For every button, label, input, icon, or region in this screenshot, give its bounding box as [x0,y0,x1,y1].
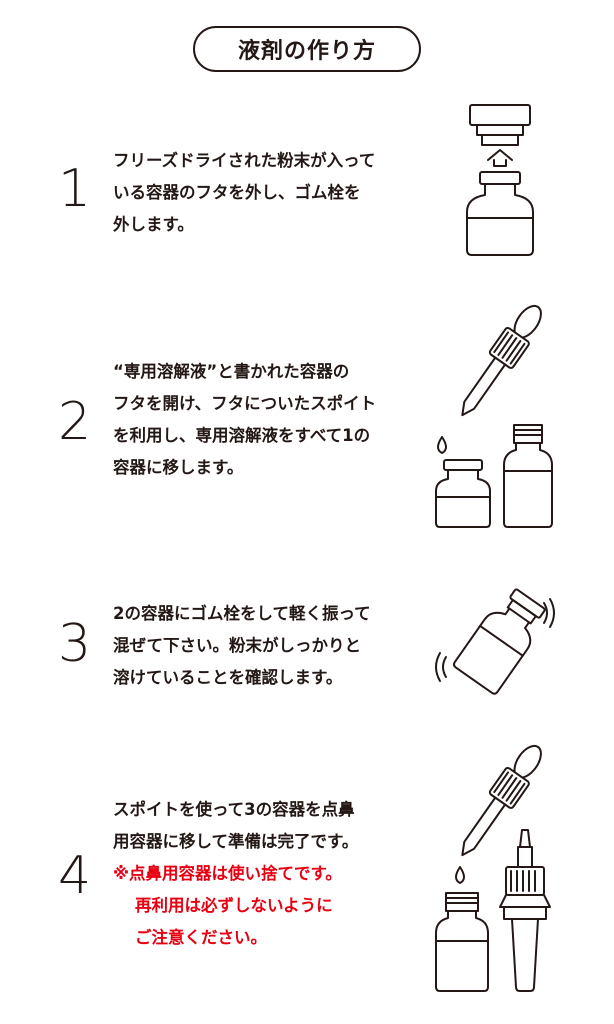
step-3-line: 溶けていることを確認します。 [113,668,343,687]
disposable-note: ご注意ください。 [135,928,267,947]
step-1-text: フリーズドライされた粉末が入って いる容器のフタを外し、ゴム栓を 外します。 [113,145,413,241]
step-4-line: 用容器に移して準備は完了です。 [113,832,359,851]
step-1-line: いる容器のフタを外し、ゴム栓を [113,183,361,202]
step-2-line: “専用溶解液”と書かれた容器の [113,362,350,381]
dropper-transfer-illustration [432,295,572,539]
step-4-number: 4 [58,846,92,906]
disposable-note: 再利用は必ずしないように [135,896,333,915]
step-2-number: 2 [58,392,92,452]
step-3-text: 2の容器にゴム栓をして軽く振って 混ぜて下さい。粉末がしっかりと 溶けていること… [113,598,413,694]
step-2-line: フタを開け、フタについたスポイト [113,394,377,413]
page-title: 液剤の作り方 [193,26,421,72]
shaking-vial-illustration [432,585,562,704]
step-2-line: 容器に移します。 [113,458,244,477]
vial-cap-removal-illustration [455,100,545,269]
step-1-line: フリーズドライされた粉末が入って [113,151,376,170]
step-3-number: 3 [58,614,92,674]
disposable-note: ※点鼻用容器は使い捨てです。 [113,864,342,883]
step-2-text: “専用溶解液”と書かれた容器の フタを開け、フタについたスポイト を利用し、専用… [113,356,413,484]
step-1-number: 1 [58,159,92,219]
step-1-line: 外します。 [113,215,194,234]
step-3-line: 混ぜて下さい。粉末がしっかりと [113,636,361,655]
step-2-line: を利用し、専用溶解液をすべて1の [113,426,371,445]
step-3-line: 2の容器にゴム栓をして軽く振って [113,604,371,623]
nasal-spray-transfer-illustration [432,735,572,1004]
step-4-line: スポイトを使って3の容器を点鼻 [113,800,355,819]
step-4-text: スポイトを使って3の容器を点鼻 用容器に移して準備は完了です。 ※点鼻用容器は使… [113,794,413,954]
